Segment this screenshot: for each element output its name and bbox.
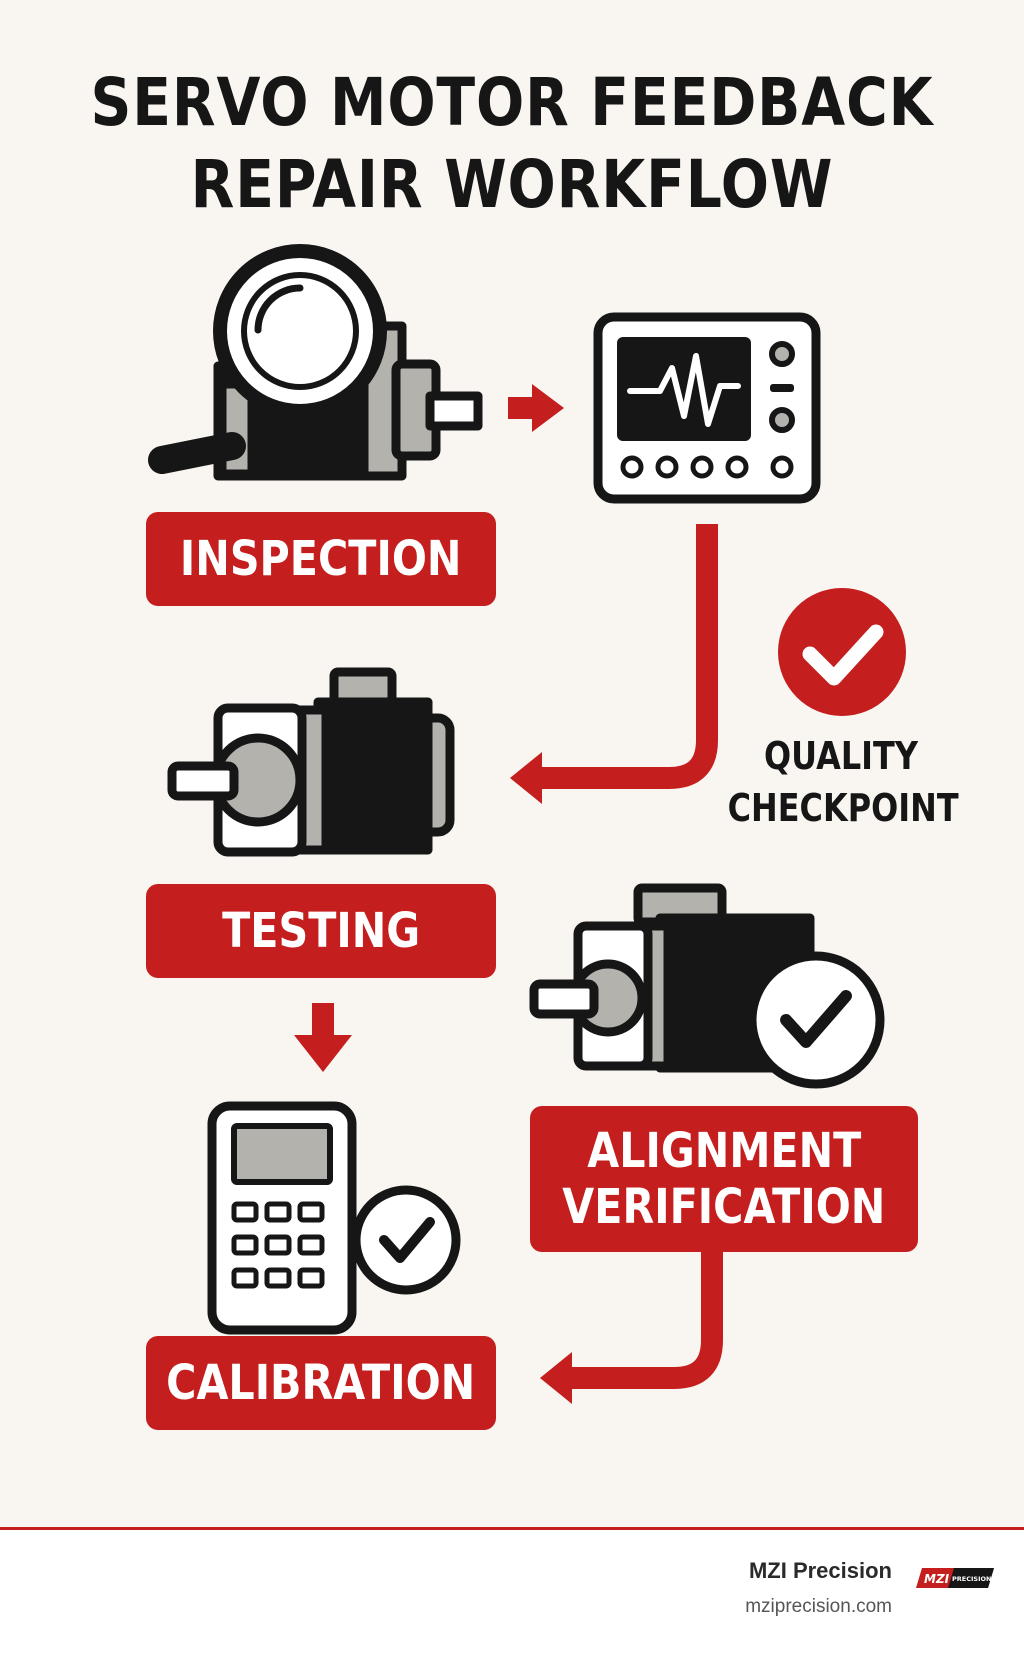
flow-arrow-return-2: [540, 1252, 723, 1404]
calculator-check-icon: [207, 1101, 461, 1335]
title-line-1: SERVO MOTOR FEEDBACK: [90, 64, 934, 141]
page-title: SERVO MOTOR FEEDBACK REPAIR WORKFLOW: [72, 62, 953, 226]
quality-checkpoint-label: QUALITY CHECKPOINT: [727, 734, 959, 830]
step-label-alignment-verification: ALIGNMENT VERIFICATION: [530, 1106, 918, 1252]
flow-arrow-down: [294, 1003, 352, 1072]
brand-name: MZI Precision: [748, 1558, 892, 1583]
title-line-2: REPAIR WORKFLOW: [190, 146, 834, 223]
svg-text:MZI: MZI: [924, 1572, 950, 1586]
oscilloscope-icon: [593, 312, 821, 504]
step-label-calibration: CALIBRATION: [146, 1336, 496, 1430]
svg-text:PRECISION: PRECISION: [952, 1575, 991, 1583]
step-label-testing: TESTING: [146, 884, 496, 978]
brand-url: mziprecision.com: [745, 1596, 892, 1617]
flow-arrow-return: [510, 524, 718, 804]
mzi-logo-icon: MZI PRECISION: [916, 1568, 994, 1588]
workflow-diagram: [148, 244, 906, 1404]
flow-arrow-right: [508, 384, 564, 432]
magnifier-motor-icon: [148, 244, 483, 481]
footer-divider: [0, 1527, 1024, 1530]
check-circle-icon: [778, 588, 906, 716]
footer: MZI Precision mziprecision.com MZI PRECI…: [0, 1530, 1024, 1666]
motor-check-icon: [529, 883, 885, 1089]
step-label-inspection: INSPECTION: [146, 512, 496, 606]
servo-motor-icon: [167, 667, 455, 857]
